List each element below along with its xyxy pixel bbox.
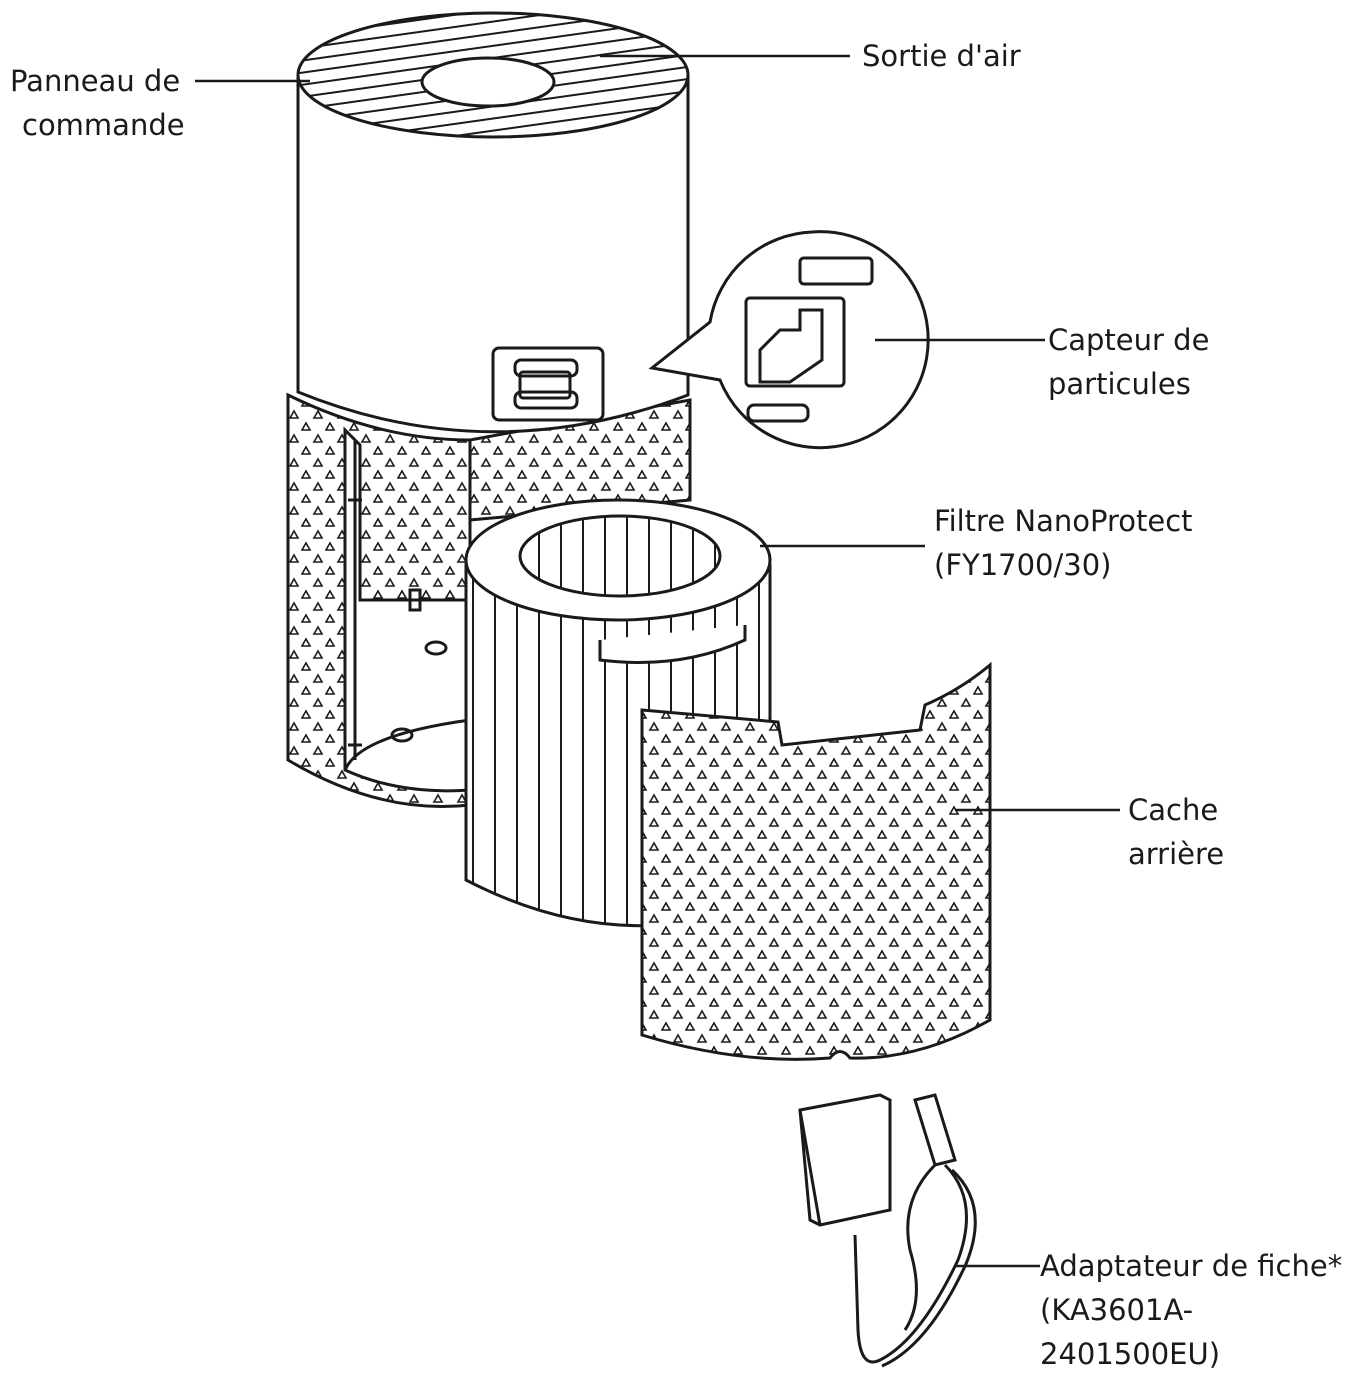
sensor-callout [648, 230, 930, 450]
back-cover [640, 661, 992, 1061]
label-particle-sensor: Capteur de particules [1048, 318, 1209, 406]
leader-lines [195, 54, 1120, 1268]
label-particle-sensor-line2: particules [1048, 367, 1191, 401]
label-filter: Filtre NanoProtect (FY1700/30) [934, 499, 1193, 587]
label-adapter-line3: 2401500EU) [1040, 1337, 1221, 1371]
label-control-panel-line2: commande [22, 108, 185, 142]
label-adapter-line2: (KA3601A- [1040, 1293, 1194, 1327]
label-control-panel: Panneau de commande [10, 59, 185, 147]
label-air-outlet: Sortie d'air [862, 34, 1021, 78]
label-adapter-line1: Adaptateur de fiche* [1040, 1249, 1343, 1283]
label-filter-line1: Filtre NanoProtect [934, 504, 1193, 538]
label-control-panel-line1: Panneau de [10, 64, 181, 98]
label-back-cover: Cache arrière [1128, 788, 1224, 876]
plug-adapter [798, 1093, 977, 1368]
control-panel-disc [420, 56, 556, 108]
label-back-cover-line1: Cache [1128, 793, 1219, 827]
label-air-outlet-line1: Sortie d'air [862, 39, 1021, 73]
label-particle-sensor-line1: Capteur de [1048, 323, 1210, 357]
label-adapter: Adaptateur de fiche* (KA3601A- 2401500EU… [1040, 1244, 1342, 1376]
label-filter-line2: (FY1700/30) [934, 548, 1112, 582]
purifier-body [286, 11, 692, 809]
label-back-cover-line2: arrière [1128, 837, 1225, 871]
upper-body [296, 75, 690, 434]
